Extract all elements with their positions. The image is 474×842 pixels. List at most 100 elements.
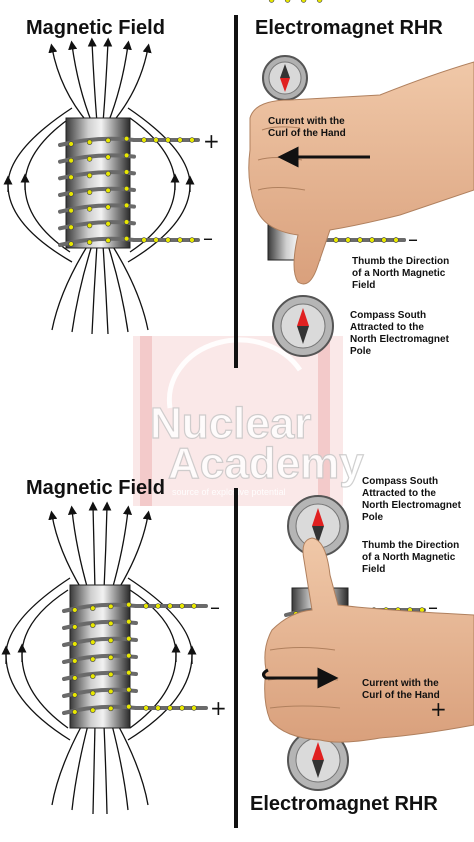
minus-sign-right-top: – bbox=[408, 227, 418, 251]
wire-dot bbox=[126, 686, 132, 693]
wire-dot bbox=[126, 618, 132, 625]
coil-bottom bbox=[62, 601, 208, 715]
wire-dot bbox=[108, 603, 114, 610]
svg-text:of a North Magnetic: of a North Magnetic bbox=[362, 552, 456, 563]
annotation-bottom-compass: Compass South Attracted to the North Ele… bbox=[362, 476, 462, 523]
wire-dot bbox=[105, 187, 111, 194]
compass-icon bbox=[272, 295, 334, 357]
wire-dot bbox=[108, 654, 114, 661]
wire-dot bbox=[108, 637, 114, 644]
svg-text:Pole: Pole bbox=[362, 512, 384, 523]
wire-dot bbox=[167, 705, 173, 711]
field-lines-bottom bbox=[1, 501, 197, 815]
compass-icon bbox=[287, 729, 349, 791]
wire-dot bbox=[189, 237, 195, 243]
wire-dot bbox=[105, 137, 111, 144]
wire-dot bbox=[123, 236, 130, 242]
wire-dot bbox=[316, 0, 323, 3]
svg-text:Curl of the Hand: Curl of the Hand bbox=[362, 690, 440, 701]
wire-dot bbox=[123, 186, 130, 192]
wire-dot bbox=[72, 692, 78, 698]
wire-dot bbox=[105, 237, 111, 244]
wire-dot bbox=[179, 603, 185, 609]
title-electromagnet-rhr-bottom: Electromagnet RHR bbox=[250, 793, 438, 815]
watermark-line2: Academy bbox=[168, 439, 364, 488]
svg-text:Compass South: Compass South bbox=[362, 476, 438, 487]
svg-text:Thumb the Direction: Thumb the Direction bbox=[352, 256, 449, 267]
wire-dot bbox=[345, 237, 351, 243]
wire-dot bbox=[105, 204, 111, 210]
minus-sign-bottom: – bbox=[210, 595, 220, 619]
wire-dot bbox=[105, 171, 111, 177]
compass-icon bbox=[262, 55, 308, 101]
wire-dot bbox=[68, 241, 74, 247]
coil-top bbox=[58, 136, 200, 247]
svg-text:Field: Field bbox=[362, 564, 385, 575]
wire-dot bbox=[123, 219, 130, 225]
wire-dot bbox=[68, 207, 74, 214]
wire-dot bbox=[141, 137, 147, 143]
svg-text:Pole: Pole bbox=[350, 346, 372, 357]
wire-dot bbox=[86, 139, 93, 145]
annotation-bottom-thumb: Thumb the Direction of a North Magnetic … bbox=[362, 540, 459, 575]
svg-text:Attracted to the: Attracted to the bbox=[362, 488, 436, 499]
wire-dot bbox=[72, 675, 78, 681]
svg-text:North Electromagnet: North Electromagnet bbox=[362, 500, 462, 511]
wire-dot bbox=[90, 656, 96, 662]
wire-dot bbox=[393, 237, 399, 243]
wire-dot bbox=[153, 137, 159, 143]
wire-dot bbox=[155, 705, 161, 711]
wire-dot bbox=[108, 620, 114, 627]
wire-dot bbox=[357, 237, 363, 243]
wire-dot bbox=[155, 603, 161, 609]
wire-dot bbox=[86, 156, 93, 162]
arrow-icon bbox=[261, 667, 339, 689]
plus-sign-top: + bbox=[203, 129, 220, 153]
svg-text:Current with the: Current with the bbox=[268, 116, 345, 127]
wire-dot bbox=[68, 224, 74, 230]
svg-text:of a North Magnetic: of a North Magnetic bbox=[352, 268, 446, 279]
wire-dot bbox=[86, 239, 93, 245]
wire-dot bbox=[333, 237, 339, 243]
wire-dot bbox=[72, 641, 78, 647]
wire-dot bbox=[369, 237, 375, 243]
minus-sign-top: – bbox=[203, 226, 213, 250]
wire-dot bbox=[123, 152, 130, 159]
wire-dot bbox=[126, 669, 132, 676]
title-electromagnet-rhr-top: Electromagnet RHR bbox=[255, 17, 443, 39]
wire-dot bbox=[381, 237, 387, 243]
wire-dot bbox=[126, 652, 132, 659]
svg-text:Current with the: Current with the bbox=[362, 678, 439, 689]
wire-dot bbox=[68, 191, 74, 197]
wire-dot bbox=[177, 137, 183, 143]
wire-dot bbox=[90, 622, 96, 628]
svg-text:Curl of the Hand: Curl of the Hand bbox=[268, 128, 346, 139]
wire-dot bbox=[90, 690, 96, 696]
wire-dot bbox=[189, 137, 195, 143]
wire-dot bbox=[177, 237, 183, 243]
annotation-top-thumb: Thumb the Direction of a North Magnetic … bbox=[352, 256, 449, 291]
wire-dot bbox=[141, 237, 147, 243]
svg-text:Compass South: Compass South bbox=[350, 310, 426, 321]
wire-dot bbox=[86, 222, 93, 229]
wire-dot bbox=[126, 635, 132, 642]
wire-dot bbox=[72, 709, 78, 715]
wire-dot bbox=[108, 671, 114, 678]
wire-dot bbox=[105, 221, 111, 227]
annotation-bottom-current: Current with the Curl of the Hand bbox=[362, 678, 440, 701]
wire-dot bbox=[68, 141, 74, 147]
wire-dot bbox=[123, 202, 130, 209]
wire-dot bbox=[72, 607, 78, 613]
svg-text:Attracted to the: Attracted to the bbox=[350, 322, 424, 333]
wire-dot bbox=[143, 603, 149, 609]
wire-dot bbox=[68, 174, 74, 180]
watermark-tagline: source of explosive potential bbox=[172, 487, 286, 497]
wire-dot bbox=[90, 707, 96, 713]
wire-dot bbox=[90, 639, 96, 645]
wire-dot bbox=[167, 603, 173, 609]
annotation-top-compass: Compass South Attracted to the North Ele… bbox=[350, 310, 450, 357]
wire-dot bbox=[90, 605, 96, 611]
title-magnetic-field-top: Magnetic Field bbox=[26, 17, 165, 39]
